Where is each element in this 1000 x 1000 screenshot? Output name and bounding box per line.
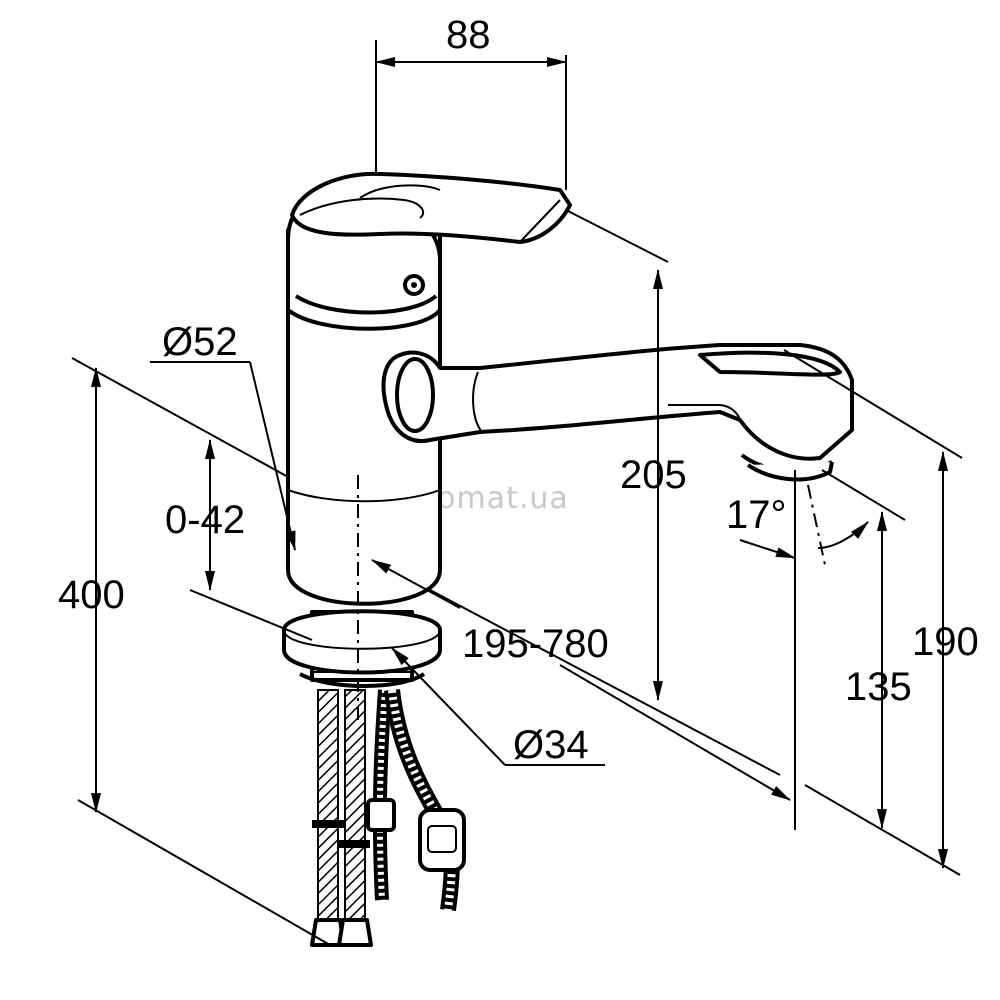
dim-body-diameter: Ø52 xyxy=(150,320,296,551)
dim-135: 135 xyxy=(804,469,961,876)
dim-adjust-range: 0-42 xyxy=(165,439,313,641)
dim-reach-label: 195-780 xyxy=(462,622,609,666)
dim-spout-angle: 17° xyxy=(726,470,869,830)
base-ring xyxy=(282,609,442,675)
outlet-axis xyxy=(807,484,826,566)
dim-400-label: 400 xyxy=(58,573,125,617)
dim-88-label: 88 xyxy=(446,13,491,57)
dim-body-diameter-label: Ø52 xyxy=(162,320,238,364)
dim-mount-diameter-label: Ø34 xyxy=(513,723,589,767)
dim-spout-angle-label: 17° xyxy=(726,493,787,537)
dim-135-label: 135 xyxy=(845,665,912,709)
dim-190-label: 190 xyxy=(912,620,979,664)
dim-88: 88 xyxy=(375,13,567,190)
dim-reach: 195-780 xyxy=(371,559,791,801)
dim-adjust-range-label: 0-42 xyxy=(165,498,245,542)
dim-190: 190 xyxy=(783,349,979,869)
supply-hoses xyxy=(310,689,466,947)
lever-handle xyxy=(290,171,572,244)
dim-mount-diameter: Ø34 xyxy=(391,647,605,767)
dim-205-label: 205 xyxy=(620,453,687,497)
dim-400: 400 xyxy=(58,357,331,946)
dim-205: 205 xyxy=(565,209,687,701)
faucet xyxy=(282,171,854,947)
